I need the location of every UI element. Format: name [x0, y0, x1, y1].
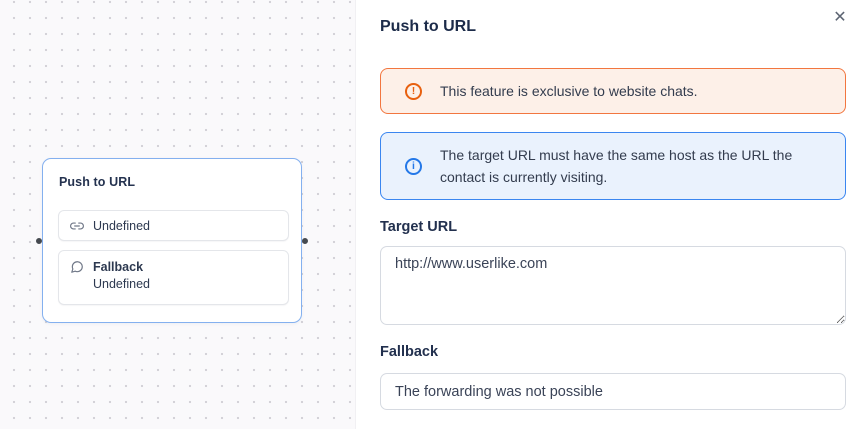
node-url-item[interactable]: Undefined	[58, 210, 289, 241]
close-icon[interactable]: ✕	[833, 9, 847, 26]
chat-bubble-icon	[69, 259, 84, 274]
alert-circle-icon: !	[405, 82, 422, 100]
link-icon	[69, 218, 84, 233]
fallback-label: Fallback	[380, 344, 439, 360]
info-alert-text: The target URL must have the same host a…	[440, 147, 793, 185]
warning-alert: ! This feature is exclusive to website c…	[380, 68, 846, 114]
node-fallback-label: Undefined	[93, 277, 150, 291]
node-output-handle[interactable]	[302, 238, 308, 244]
warning-alert-text: This feature is exclusive to website cha…	[440, 83, 698, 99]
node-input-handle[interactable]	[36, 238, 42, 244]
node-fallback-title: Fallback	[93, 259, 144, 274]
node-title: Push to URL	[59, 175, 136, 189]
node-url-label: Undefined	[93, 218, 150, 233]
target-url-label: Target URL	[380, 219, 458, 235]
info-circle-icon: i	[405, 157, 422, 175]
target-url-input[interactable]: http://www.userlike.com	[380, 246, 846, 325]
fallback-input[interactable]	[380, 373, 846, 410]
node-fallback-item[interactable]: Fallback Undefined	[58, 250, 289, 305]
settings-panel: Push to URL ✕ ! This feature is exclusiv…	[355, 0, 862, 429]
panel-title: Push to URL	[380, 18, 476, 35]
info-alert: i The target URL must have the same host…	[380, 132, 846, 200]
push-to-url-node[interactable]: Push to URL Undefined Fallback Undefined	[36, 158, 308, 323]
flow-canvas[interactable]: Push to URL Undefined Fallback Undefined	[0, 0, 355, 429]
